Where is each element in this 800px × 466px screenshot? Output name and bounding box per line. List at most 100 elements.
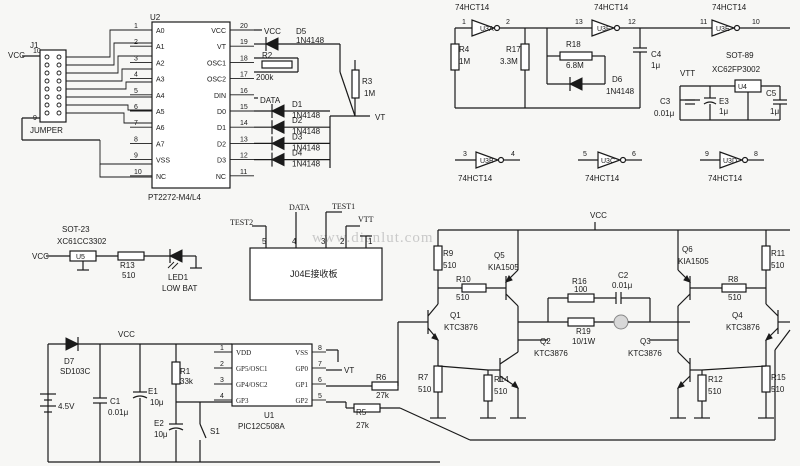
mcu-left-pin-number: 4 [220,393,224,400]
q2-part: KTC3876 [534,349,568,358]
receiver-label: J04E接收板 [290,268,338,279]
d5-part: 1N4148 [296,36,325,45]
receiver-test1: TEST1 [332,202,355,211]
r6-ref: R6 [376,373,387,382]
r7-ref: R7 [418,373,429,382]
diode-part: 1N4148 [292,127,321,136]
receiver-pin1: 1 [368,237,373,246]
q5-part: KIA1505 [488,263,519,272]
vcc-label-jumper: VCC [8,51,25,60]
e3-ref: E3 [719,97,729,106]
jumper-j1: VCC 10 J1 JUMPER 9 [8,29,152,178]
encoder-left-pin-number: 1 [134,23,138,30]
u3d-pin-out: 8 [754,151,758,158]
jumper-label: JUMPER [30,126,63,135]
encoder-right-pins: 20VCC19VT18OSC117OSC216DIN15D014D113D212… [207,23,254,181]
receiver-pin4: 4 [292,237,297,246]
u3d-ref: U3D [723,158,737,165]
encoder-left-pin-number: 9 [134,153,138,160]
encoder-left-pin-name: A3 [156,77,165,84]
diode-ref: D1 [292,100,303,109]
q1-part: KTC3876 [444,323,478,332]
jumper-pin-pairs [44,54,62,116]
vcc-label-encoder: VCC [264,27,281,36]
u3d-pin-in: 9 [705,151,709,158]
unused-gates: U3B 3 4 74HCT14 U3C 5 6 74HCT14 U3D 9 8 … [455,151,764,183]
e2-value: 10μ [154,430,168,439]
q2-ref: Q2 [540,337,551,346]
mcu-right-pin-name: GP1 [296,381,309,389]
r11-value: 510 [771,261,785,270]
diode-symbol [270,152,285,167]
receiver-pin3: 3 [321,237,326,246]
u3a-pin-out: 2 [506,19,510,26]
encoder-right-pin-name: DIN [214,93,226,100]
c5-ref: C5 [766,89,777,98]
q4-part: KTC3876 [726,323,760,332]
encoder-right-circuit: VCC D5 1N4148 R2 200k R3 1M DATA D11N414… [254,27,385,169]
mcu-left-pin-name: GP5/OSC1 [236,365,268,373]
r6-value: 27k [376,391,390,400]
encoder-left-pin-number: 8 [134,136,138,143]
r16-ref: R16 [572,277,587,286]
u3e-pin-out: 10 [752,19,760,26]
reg-part: XC62FP3002 [712,65,761,74]
mcu-ref: U1 [264,411,275,420]
q4-ref: Q4 [732,311,743,320]
u3b-chip: 74HCT14 [458,174,493,183]
r19-ref: R19 [576,327,591,336]
r7-value: 510 [418,385,432,394]
c2-ref: C2 [618,271,629,280]
r14-value: 510 [494,387,508,396]
u3a-chip: 74HCT14 [455,3,490,12]
diode-ref: D4 [292,149,303,158]
q3-ref: Q3 [640,337,651,346]
encoder-part-number: PT2272-M4/L4 [148,193,201,202]
encoder-left-pin-name: VSS [156,158,170,165]
encoder-right-pin-name: D2 [217,141,226,148]
mcu-right-pin-number: 8 [318,345,322,352]
d6-part: 1N4148 [606,87,635,96]
battery-voltage: 4.5V [58,402,75,411]
mcu-right-pin-name: GP2 [296,397,309,405]
u3f-pin-in: 13 [575,19,583,26]
data-label-encoder: DATA [260,96,281,105]
encoder-right-pin-number: 15 [240,104,248,111]
r2-value: 200k [256,73,274,82]
supply-circuit: VCC D7 SD103C 4.5V C1 0.01μ E1 10μ R1 33… [40,330,440,463]
c4-value: 1μ [651,61,660,70]
receiver-test2: TEST2 [230,218,253,227]
u3f-pin-out: 12 [628,19,636,26]
r9-value: 510 [443,261,457,270]
encoder-left-pin-name: NC [156,174,166,181]
vcc-label-detector: VCC [32,252,49,261]
encoder-left-pin-number: 10 [134,169,142,176]
receiver-board: TEST2 DATA TEST1 VTT 5 4 3 2 1 J04E接收板 [230,202,383,301]
led1-label: LOW BAT [162,284,198,293]
h-bridge: VCC R6 27k R5 27k R9 510 R10 510 [345,211,791,441]
encoder-left-pin-number: 6 [134,104,138,111]
d7-ref: D7 [64,357,75,366]
diode-ref: D2 [292,116,303,125]
encoder-left-pin-number: 3 [134,55,138,62]
vtt-label-reg: VTT [680,69,695,78]
r18-value: 6.8M [566,61,584,70]
c4-ref: C4 [651,50,662,59]
u3c-ref: U3C [601,158,615,165]
vt-label-mcu: VT [344,366,354,375]
receiver-pin5: 5 [262,237,267,246]
encoder-right-pin-name: OSC1 [207,60,226,67]
encoder-right-pin-name: D1 [217,125,226,132]
d7-part: SD103C [60,367,90,376]
mcu-right-pin-number: 6 [318,377,322,384]
r12-ref: R12 [708,375,723,384]
q6-ref: Q6 [682,245,693,254]
diode-part: 1N4148 [292,111,321,120]
encoder-left-pin-name: A7 [156,141,165,148]
r3-value: 1M [364,89,375,98]
encoder-right-pin-number: 11 [240,169,247,176]
diode-part: 1N4148 [292,143,321,152]
u3b-ref: U3B [480,158,494,165]
